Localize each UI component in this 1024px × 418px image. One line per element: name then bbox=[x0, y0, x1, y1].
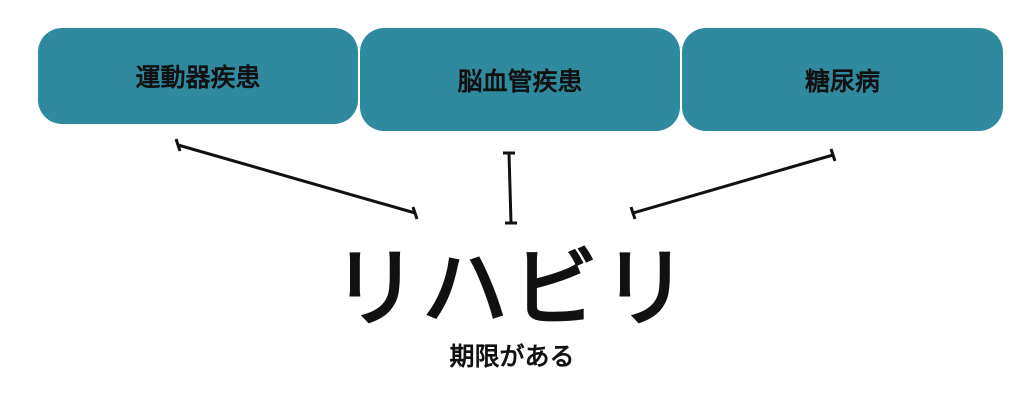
box-label: 脳血管疾患 bbox=[457, 66, 583, 96]
category-box-cerebrovascular: 脳血管疾患 bbox=[360, 28, 680, 131]
connector-middle bbox=[507, 152, 513, 224]
connector-left bbox=[177, 143, 416, 215]
category-box-musculoskeletal: 運動器疾患 bbox=[38, 28, 358, 124]
category-box-diabetes: 糖尿病 bbox=[682, 28, 1003, 131]
box-label: 運動器疾患 bbox=[135, 63, 261, 92]
box-label: 糖尿病 bbox=[804, 66, 880, 96]
subtitle: 期限がある bbox=[449, 342, 575, 371]
connector-right bbox=[632, 153, 834, 215]
main-title: リハビリ bbox=[332, 239, 692, 339]
